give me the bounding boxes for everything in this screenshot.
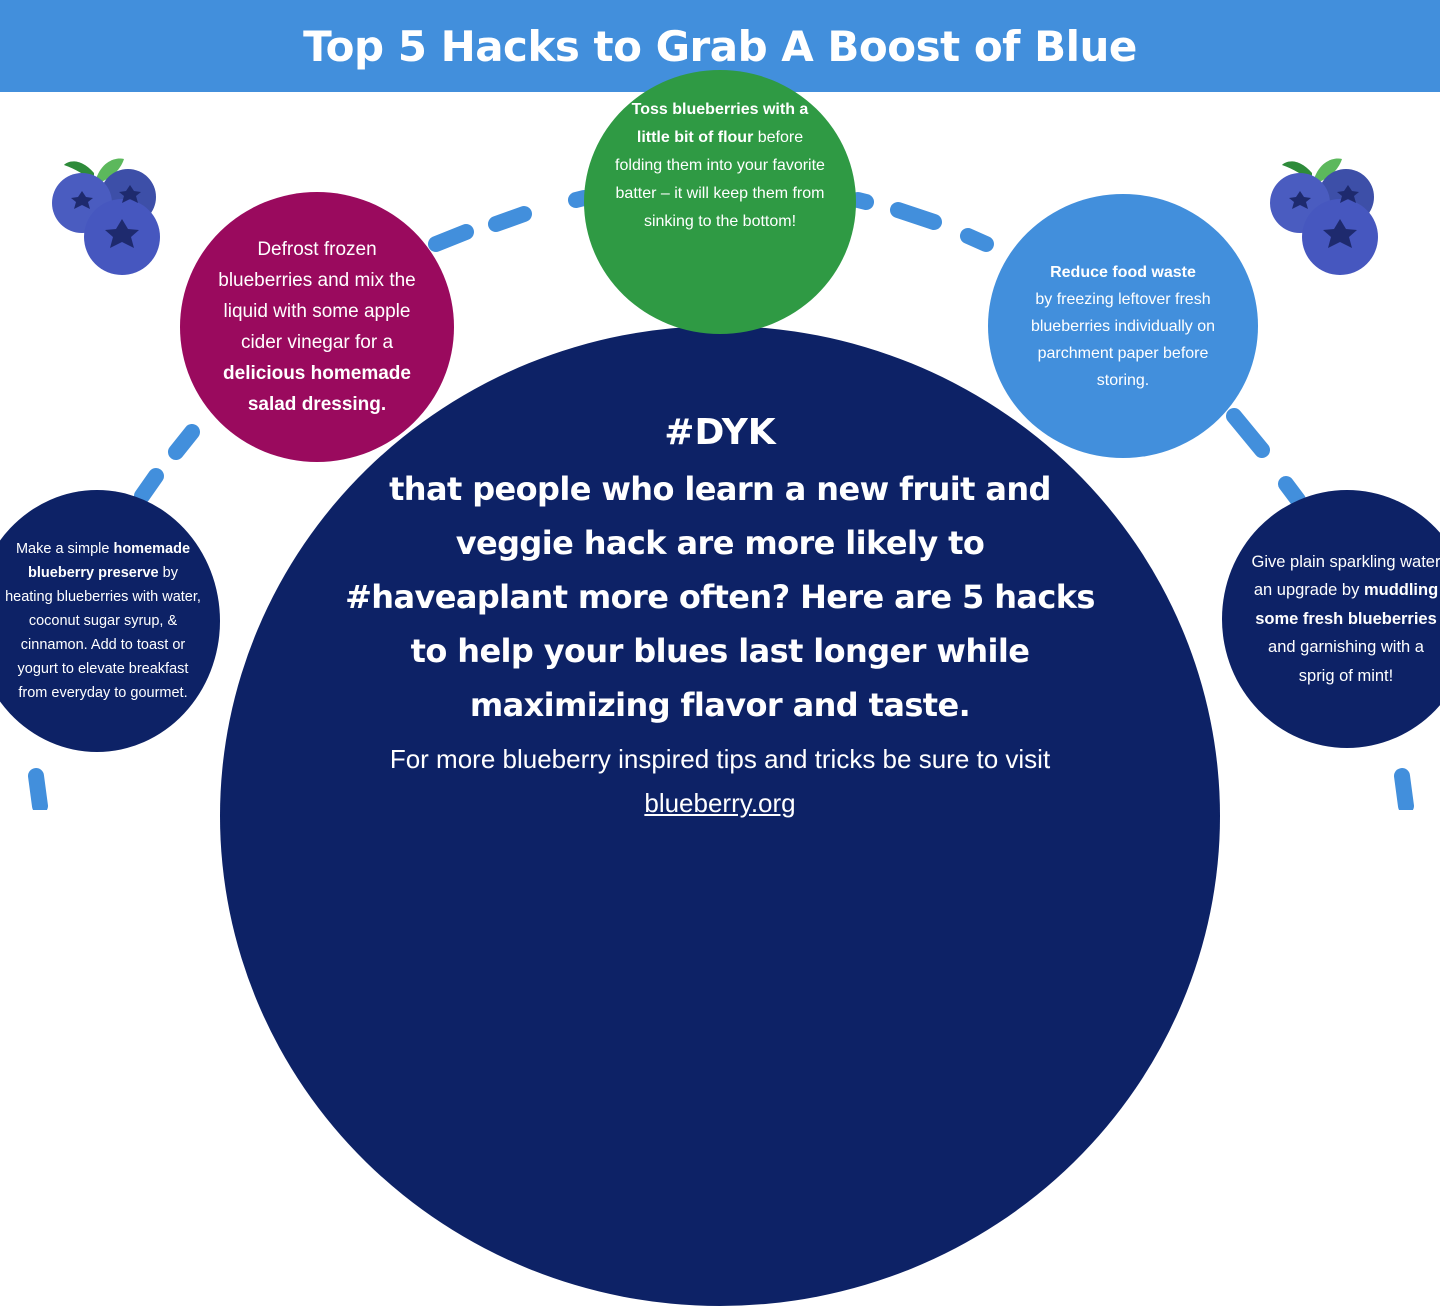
arc-dash [568,190,592,208]
tip-sparkling-bold: muddling some fresh blueberries [1255,581,1439,628]
blueberry-cluster-icon [1270,158,1378,275]
tip-preserve-text: by heating blueberries with water, cocon… [5,565,201,701]
tip-sparkling-text: and garnishing with a sprig of mint! [1268,638,1424,685]
tip-flour-bubble: Toss blueberries with a little bit of fl… [584,70,856,334]
tip-preserve-bubble: Make a simple homemade blueberry preserv… [0,490,220,752]
more-tips-text: For more blueberry inspired tips and tri… [389,744,1051,774]
arc-dash [1394,768,1414,810]
arc-dash [1278,476,1306,508]
arc-dash [168,424,200,460]
dyk-circle: #DYK that people who learn a new fruit a… [220,326,1220,1306]
arc-dash [134,468,164,504]
arc-dash [890,202,942,230]
tip-flour-bold: Toss blueberries with a little bit of fl… [631,101,809,146]
arc-dash [28,768,48,810]
tip-sparkling-bubble: Give plain sparkling water an upgrade by… [1222,490,1440,748]
arc-dash [960,228,994,252]
tip-dressing-text: Defrost frozen blueberries and mix the l… [218,239,416,353]
arc-dash [488,206,532,232]
dashed-arc [28,190,1414,810]
arc-dash [850,192,874,210]
tip-waste-bold: Reduce food waste [1050,263,1196,281]
dyk-main-text: that people who learn a new fruit and ve… [345,470,1095,724]
blueberry-cluster-icon [52,158,160,275]
dyk-heading: #DYK [664,412,776,453]
arc-dash [1226,408,1270,458]
tip-waste-text: by freezing leftover fresh blueberries i… [1030,290,1216,389]
tip-waste-bubble: Reduce food waste by freezing leftover fr… [988,194,1258,458]
tip-dressing-bubble: Defrost frozen blueberries and mix the l… [180,192,454,462]
arc-dash [428,224,474,252]
blueberry-org-link[interactable]: blueberry.org [644,788,796,818]
tip-flour-text: before folding them into your favorite b… [615,129,825,230]
tip-preserve-bold: homemade blueberry preserve [28,541,191,581]
tip-preserve-pre: Make a simple [15,541,110,557]
tip-dressing-bold: delicious homemade salad dressing. [223,363,411,415]
tip-sparkling-pre: Give plain sparkling water an upgrade by [1251,552,1440,600]
page-title: Top 5 Hacks to Grab A Boost of Blue [303,21,1137,71]
